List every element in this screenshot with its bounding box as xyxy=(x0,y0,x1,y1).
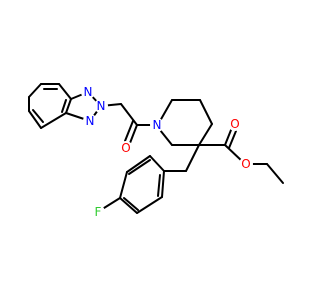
bond xyxy=(157,174,161,197)
bond xyxy=(159,99,173,122)
oxygen-atom: O xyxy=(239,157,253,171)
bond xyxy=(61,99,67,113)
bond xyxy=(149,155,165,172)
bond xyxy=(224,129,232,146)
bond xyxy=(28,110,42,129)
bond xyxy=(266,163,284,184)
bond xyxy=(199,99,213,125)
svg-text:N: N xyxy=(86,114,95,128)
bond xyxy=(58,83,72,100)
svg-text:O: O xyxy=(121,141,130,155)
bond xyxy=(123,197,139,211)
bond xyxy=(28,83,42,98)
svg-text:N: N xyxy=(84,85,93,99)
molecule-structure: N N N N O O O F xyxy=(28,83,284,219)
bond xyxy=(120,103,138,126)
bond xyxy=(119,197,138,214)
bond xyxy=(228,130,237,149)
bond xyxy=(161,170,165,198)
bond xyxy=(136,196,163,214)
bond xyxy=(129,124,138,144)
bond xyxy=(65,98,72,114)
bond xyxy=(119,171,128,199)
bond xyxy=(40,112,67,129)
nitrogen-atom: N xyxy=(94,99,108,113)
bond xyxy=(128,159,151,175)
svg-text:N: N xyxy=(97,99,106,113)
fluorine-atom: F xyxy=(91,205,105,219)
nitrogen-atom: N xyxy=(81,85,95,99)
svg-text:N: N xyxy=(153,118,162,132)
bond xyxy=(103,197,121,209)
nitrogen-atom: N xyxy=(83,114,97,128)
bond xyxy=(159,129,173,146)
svg-text:O: O xyxy=(230,117,239,131)
svg-text:O: O xyxy=(241,157,250,171)
bond xyxy=(126,155,151,173)
nitrogen-atom: N xyxy=(150,118,164,132)
oxygen-atom: O xyxy=(119,141,133,155)
bond xyxy=(185,144,200,172)
bond xyxy=(224,144,244,163)
bond xyxy=(198,123,213,146)
svg-text:F: F xyxy=(95,205,102,219)
oxygen-atom: O xyxy=(228,117,242,131)
bond xyxy=(124,120,134,142)
bond xyxy=(32,109,44,123)
